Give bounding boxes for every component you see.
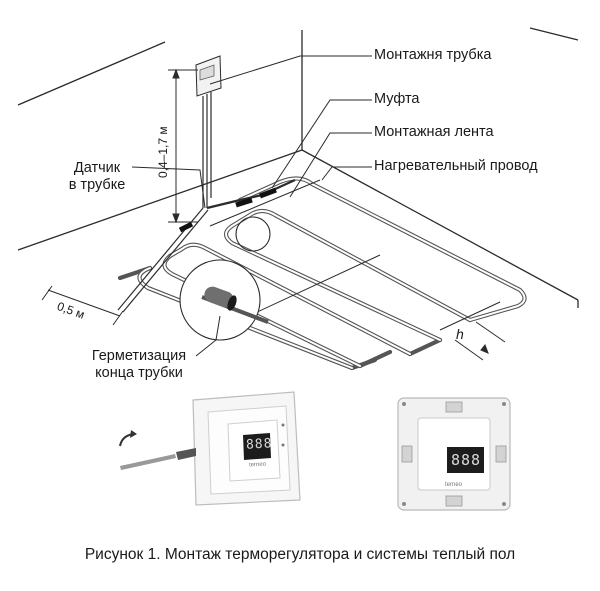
wall-thermostat-icon [195, 55, 222, 208]
leader-lines [131, 55, 372, 357]
heating-cable-inner [138, 177, 526, 369]
label-mounting-tube: Монтажня трубка [374, 47, 492, 63]
right-thermostat-icon [397, 397, 511, 511]
left-thermostat-display: 888 [245, 436, 273, 453]
label-mounting-tape: Монтажная лента [374, 124, 494, 140]
step-dimension-label: h [456, 326, 464, 342]
left-thermostat-icon [119, 391, 301, 506]
label-sensor-line2: в трубке [68, 177, 126, 193]
label-sealing-line1: Герметизация [91, 348, 187, 364]
right-thermostat-display: 888 [451, 451, 482, 469]
room-outline [17, 27, 579, 308]
label-sensor-line1: Датчик [73, 160, 121, 176]
label-sensor-in-tube: Датчик в трубке [58, 160, 136, 194]
offset-dimension [41, 285, 124, 326]
sensor-tube [117, 207, 209, 313]
height-dimension-label: 0,4–1,7 м [156, 126, 170, 178]
coupling-marks [235, 187, 277, 208]
right-thermostat-brand: terneo [445, 482, 463, 488]
label-coupling: Муфта [374, 91, 420, 107]
step-dimension [439, 301, 506, 361]
left-thermostat-brand: terneo [248, 461, 267, 469]
label-sealing-line2: конца трубки [95, 365, 183, 381]
height-dimension [168, 68, 198, 224]
zoom-circle-tube-end [179, 259, 269, 341]
label-tube-sealing: Герметизация конца трубки [80, 348, 198, 382]
zoom-circle-coupling [235, 216, 271, 252]
mounting-tape [209, 179, 381, 321]
label-heating-wire: Нагревательный провод [374, 158, 538, 174]
figure-caption: Рисунок 1. Монтаж терморегулятора и сист… [84, 546, 516, 563]
